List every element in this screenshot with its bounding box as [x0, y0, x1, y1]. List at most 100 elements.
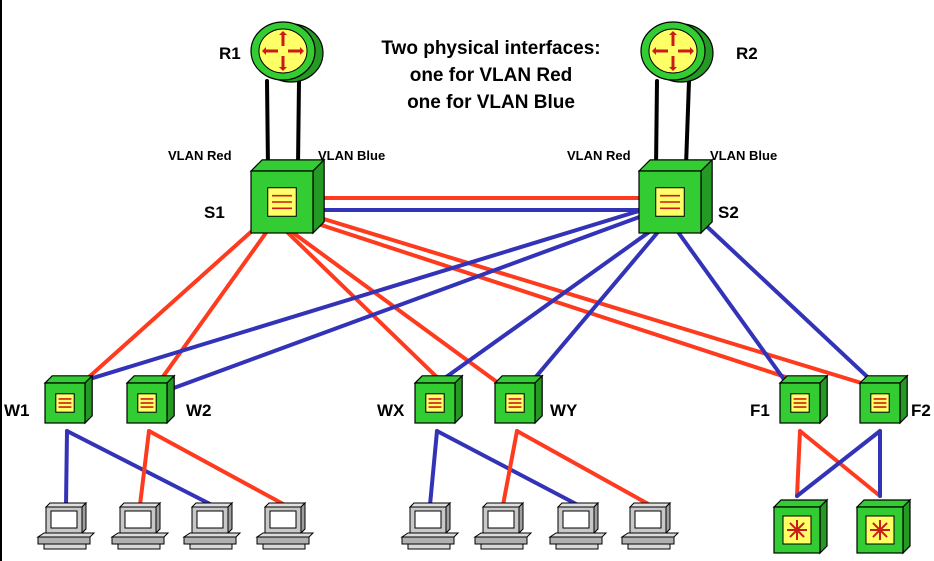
trunk-link-r2-red	[654, 79, 659, 170]
trunk-link-r2-blue	[684, 79, 691, 168]
workstation-pc2-icon-side	[155, 501, 161, 535]
uplink-s1-wy	[290, 230, 503, 387]
core-switch-s2-icon-side	[700, 158, 713, 235]
workstation-pc7-icon-top	[556, 502, 600, 508]
access-switch-wx-icon	[413, 374, 464, 425]
core-switch-s2-icon	[637, 158, 714, 235]
workstation-pc2-icon-base-top	[110, 532, 170, 538]
end-link-w1-pc1	[64, 429, 69, 507]
uplink-s1-w2	[155, 228, 270, 387]
switch-label-f1: F1	[750, 401, 770, 420]
workstation-pc4-icon-base	[256, 536, 310, 545]
workstation-pc2-icon-screen	[124, 510, 152, 529]
access-switch-f1-icon-side	[819, 374, 828, 425]
workstation-pc2-icon	[110, 501, 170, 550]
workstation-pc5-icon-top	[408, 502, 452, 508]
end-link-w1-pc3	[65, 429, 214, 507]
switch-label-wy: WY	[550, 401, 578, 420]
server-fs1-icon-top	[772, 499, 829, 508]
uplink-s1-w1	[78, 220, 264, 387]
workstation-pc5-icon-base	[401, 536, 455, 545]
access-switch-wy-icon-side	[534, 374, 543, 425]
end-link-f2-fs1	[795, 429, 882, 498]
workstation-pc5-icon-side	[445, 501, 451, 535]
access-switch-wx-icon-top	[413, 375, 464, 384]
workstation-pc4-icon-base-top	[255, 532, 315, 538]
workstation-pc3-icon-side	[227, 501, 233, 535]
end-link-w2-pc4	[147, 429, 287, 507]
workstation-pc2-icon-keyboard	[117, 543, 161, 550]
router-r1-icon-arrowhead	[279, 67, 287, 71]
router-r2-icon-arrowhead	[652, 47, 656, 55]
workstation-pc8-icon	[620, 501, 680, 550]
workstation-pc6-icon	[473, 501, 533, 550]
workstation-pc7-icon-screen	[562, 510, 590, 529]
router-r2-icon-arrowhead	[669, 67, 677, 71]
workstation-pc4-icon	[255, 501, 315, 550]
workstation-pc1-icon-top	[44, 502, 88, 508]
workstation-pc5-icon-base-top	[400, 532, 460, 538]
vlan-label-r1-blue: VLAN Blue	[318, 148, 385, 163]
workstation-pc4-icon-keyboard	[262, 543, 306, 550]
workstation-pc5-icon-screen	[414, 510, 442, 529]
router-r1-icon-arrowhead	[262, 47, 266, 55]
workstation-pc3-icon-keyboard	[189, 543, 233, 550]
workstation-pc4-icon-screen	[269, 510, 297, 529]
workstation-pc3-icon-top	[190, 502, 234, 508]
access-switch-f2-icon-top	[858, 375, 909, 384]
router-label-r1: R1	[219, 44, 241, 63]
workstation-pc7-icon-base-top	[548, 532, 608, 538]
server-fs2-icon	[855, 498, 912, 555]
router-r2-icon-arrowhead	[669, 31, 677, 35]
end-link-wy-pc6	[501, 429, 519, 507]
access-switch-wx-icon-side	[454, 374, 463, 425]
workstation-pc8-icon-side	[665, 501, 671, 535]
access-switch-w2-icon-top	[125, 375, 176, 384]
router-r2-icon-arrowhead	[690, 47, 694, 55]
server-fs2-icon-star-line	[872, 522, 888, 538]
server-fs1-icon	[772, 498, 829, 555]
uplink-s1-f1	[310, 220, 812, 387]
workstation-pc1-icon-base-top	[36, 532, 96, 538]
note-line-1: Two physical interfaces:	[381, 38, 600, 59]
end-link-w2-pc2	[138, 429, 151, 507]
switch-label-wx: WX	[377, 401, 405, 420]
end-link-wx-pc7	[435, 429, 580, 507]
router-r1-icon-arrowhead	[279, 31, 287, 35]
core-switch-s1-icon-top	[249, 159, 326, 172]
router-r1-icon-face	[258, 28, 308, 74]
workstation-pc8-icon-keyboard	[627, 543, 671, 550]
uplink-s2-wx	[433, 228, 654, 387]
core-switch-s1-icon	[249, 158, 326, 235]
server-fs1-icon-side	[819, 498, 828, 555]
workstation-pc3-icon-screen	[196, 510, 224, 529]
uplink-s2-w1	[55, 208, 644, 391]
core-switch-s2-icon-top	[637, 159, 714, 172]
nodes-layer	[36, 21, 912, 555]
workstation-pc3-icon-base	[183, 536, 237, 545]
workstation-pc6-icon-top	[481, 502, 525, 508]
workstation-pc7-icon-keyboard	[555, 543, 599, 550]
workstation-pc2-icon-top	[118, 502, 162, 508]
server-fs1-icon-star-line	[789, 522, 805, 538]
note-line-3: one for VLAN Blue	[407, 92, 575, 113]
switch-label-w1: W1	[4, 401, 30, 420]
access-switch-f2-icon	[858, 374, 909, 425]
trunk-link-r1-blue	[296, 79, 301, 168]
workstation-pc5-icon	[400, 501, 460, 550]
workstation-pc3-icon	[182, 501, 242, 550]
workstation-pc3-icon-base-top	[182, 532, 242, 538]
switch-label-w2: W2	[186, 401, 212, 420]
workstation-pc6-icon-screen	[487, 510, 515, 529]
access-switch-w1-icon-side	[84, 374, 93, 425]
workstation-pc6-icon-keyboard	[480, 543, 524, 550]
labels-layer: Two physical interfaces: one for VLAN Re…	[4, 38, 931, 420]
switch-label-f2: F2	[911, 401, 931, 420]
workstation-pc6-icon-base	[474, 536, 528, 545]
router-label-r2: R2	[736, 44, 758, 63]
workstation-pc1-icon-keyboard	[43, 543, 87, 550]
workstation-pc4-icon-side	[300, 501, 306, 535]
access-switch-wy-icon	[493, 374, 544, 425]
vlan-label-r2-blue: VLAN Blue	[710, 148, 777, 163]
workstation-pc8-icon-top	[628, 502, 672, 508]
